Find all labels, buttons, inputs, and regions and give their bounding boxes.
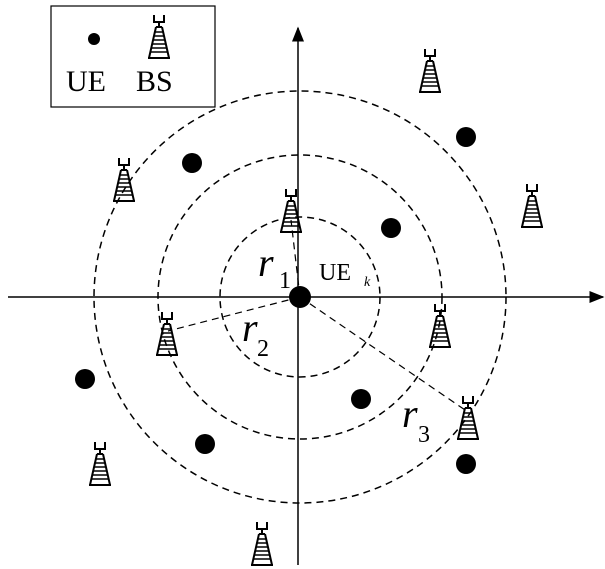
bs-tower-icon bbox=[250, 521, 274, 566]
base-stations bbox=[88, 48, 544, 566]
bs-tower-icon bbox=[520, 183, 544, 228]
coverage-circle-r3 bbox=[93, 90, 507, 504]
bs-tower-icon bbox=[456, 395, 480, 440]
target-ue-label: UE k bbox=[319, 260, 371, 290]
ue-dot bbox=[195, 434, 215, 454]
svg-text:2: 2 bbox=[257, 336, 269, 362]
ue-dot bbox=[182, 153, 202, 173]
bs-tower-icon bbox=[418, 48, 442, 93]
user-equipments bbox=[75, 127, 476, 474]
bs-tower-icon bbox=[428, 303, 452, 348]
ue-dot bbox=[456, 127, 476, 147]
legend-ue-icon bbox=[88, 33, 100, 45]
svg-text:1: 1 bbox=[279, 268, 291, 294]
svg-text:r: r bbox=[242, 305, 258, 350]
coverage-circle-r1 bbox=[219, 216, 381, 378]
ue-dot bbox=[351, 389, 371, 409]
ue-dot bbox=[381, 218, 401, 238]
svg-text:3: 3 bbox=[418, 422, 430, 448]
bs-tower-icon bbox=[88, 441, 112, 486]
svg-text:r: r bbox=[402, 391, 418, 436]
svg-text:k: k bbox=[364, 275, 371, 290]
radius-label-r2: r 2 bbox=[242, 305, 269, 362]
legend-box bbox=[50, 5, 216, 108]
legend-ue-label: UE bbox=[66, 65, 106, 98]
radius-label-r3: r 3 bbox=[402, 391, 430, 448]
coverage-circle-r2 bbox=[157, 154, 443, 440]
svg-text:r: r bbox=[258, 240, 274, 285]
legend: UE BS bbox=[50, 5, 216, 108]
radius-line-r3 bbox=[299, 296, 469, 413]
ue-dot bbox=[75, 369, 95, 389]
radius-label-r1: r 1 bbox=[258, 240, 291, 294]
legend-bs-label: BS bbox=[136, 65, 173, 98]
svg-text:UE: UE bbox=[319, 260, 351, 286]
ue-dot bbox=[456, 454, 476, 474]
radius-line-r2 bbox=[167, 296, 301, 332]
ue-k-dot bbox=[289, 286, 311, 308]
